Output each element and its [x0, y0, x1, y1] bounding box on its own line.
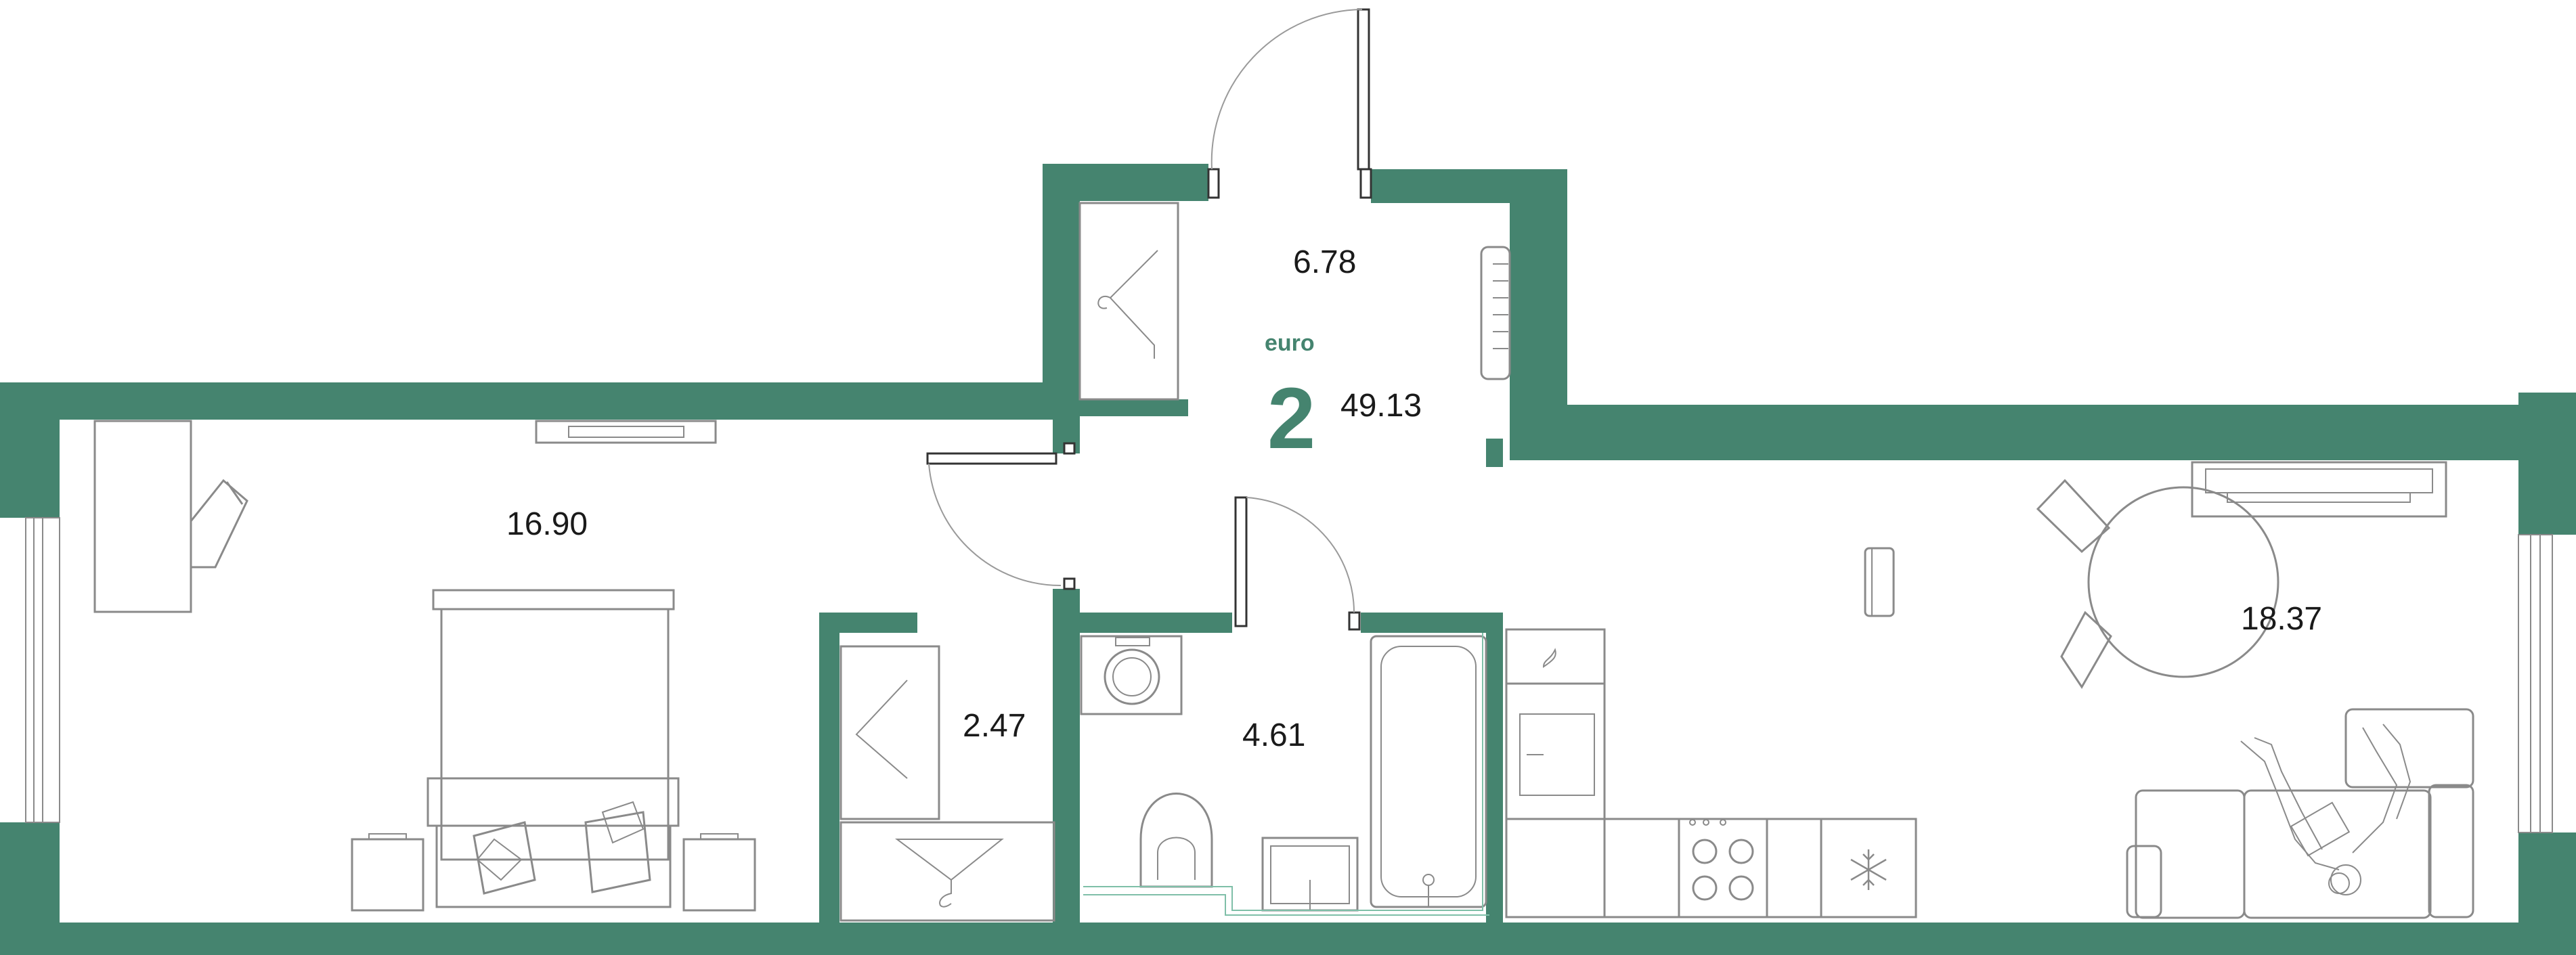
bathroom-floor-trim [1083, 633, 1489, 916]
nightstand-right [682, 833, 756, 912]
desk-chair [190, 479, 248, 569]
hallway-wardrobe [1078, 202, 1179, 401]
window-right [2518, 534, 2553, 833]
people-figures [2240, 724, 2411, 895]
toilet [1139, 793, 1213, 888]
hanger-icon [1097, 250, 1158, 359]
wardrobe-closet [839, 645, 940, 820]
living-tv [2191, 461, 2447, 518]
kitchen-counter [1505, 628, 1680, 918]
bathtub [1370, 635, 1487, 908]
room-area-kitchen-living: 18.37 [2241, 601, 2322, 637]
room-area-wardrobe: 2.47 [963, 708, 1026, 744]
room-area-bathroom: 4.61 [1242, 717, 1305, 753]
window-left [25, 517, 60, 823]
washing-machine [1080, 635, 1183, 715]
sink [1261, 837, 1359, 912]
walls [0, 164, 2576, 955]
apartment-type-label: euro [1265, 330, 1315, 356]
entrance-door [1207, 8, 1372, 199]
room-area-bedroom: 16.90 [506, 506, 588, 542]
bathroom-door [1234, 496, 1361, 631]
stove [1678, 818, 1768, 918]
room-area-hallway: 6.78 [1293, 244, 1356, 280]
sofa [2126, 708, 2474, 919]
apartment-room-count: 2 [1267, 370, 1315, 467]
dining-table [2087, 486, 2279, 678]
snowflake-icon [1850, 849, 1887, 890]
dining-chairs [1864, 479, 2112, 689]
refrigerator [1820, 818, 1917, 918]
wardrobe-shelf [839, 821, 1055, 922]
pillows [473, 801, 651, 895]
bedroom-door [926, 442, 1076, 590]
counter-segment [1766, 818, 1822, 918]
bed [427, 589, 680, 908]
total-area: 49.13 [1340, 388, 1422, 424]
nightstand-left [351, 833, 424, 912]
desk [93, 420, 192, 613]
bedroom-tv [535, 420, 717, 444]
radiator [1480, 246, 1511, 380]
